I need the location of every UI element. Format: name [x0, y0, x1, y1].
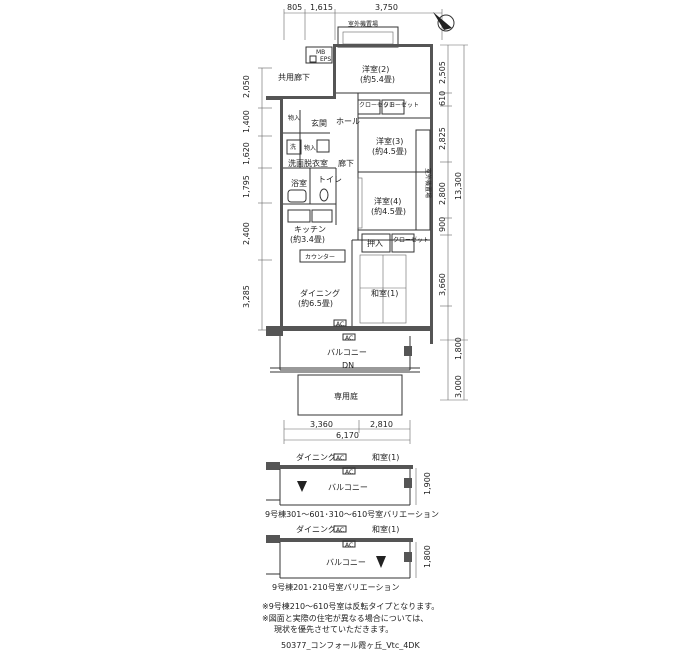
- washroom-label: 洗面脱衣室: [288, 158, 328, 168]
- dining-label: ダイニング: [300, 288, 340, 298]
- ac-label-1: AC: [336, 321, 344, 328]
- dim-bottom-2: 2,810: [370, 420, 393, 429]
- note-1: ※9号棟210～610号室は反転タイプとなります。: [262, 601, 439, 611]
- entrance-label: 玄関: [311, 118, 327, 128]
- western-room-4-area: (約4.5畳): [371, 206, 406, 216]
- var2-marker-icon: [376, 556, 386, 568]
- var1-dim: 1,900: [423, 472, 432, 495]
- var1-ac-label-1: AC: [336, 455, 344, 462]
- closet-3-label: クローゼット: [393, 236, 429, 244]
- bath-label: 浴室: [291, 178, 307, 188]
- var1-marker-icon: [297, 481, 307, 492]
- western-room-4-label: 洋室(4): [374, 196, 401, 206]
- north-arrow-icon: [433, 12, 455, 32]
- closet-1-label: クローゼット: [359, 101, 395, 109]
- dn-label: DN: [342, 361, 354, 370]
- storage-small-label: 物入: [304, 144, 316, 152]
- dim-left-4: 1,795: [242, 175, 251, 198]
- dim-bottom-1: 3,360: [310, 420, 333, 429]
- western-room-3-area: (約4.5畳): [372, 146, 407, 156]
- kitchen-label: キッチン: [294, 225, 326, 234]
- var1-dining-label: ダイニング: [296, 452, 336, 462]
- mb-label: MB: [316, 49, 325, 56]
- dim-right-6: 3,660: [438, 273, 447, 296]
- dim-right-4: 2,800: [438, 182, 447, 205]
- variation-1: ダイニング AC 和室(1) AC バルコニー 1,900 9号棟301～601…: [265, 452, 439, 519]
- var1-washitsu-label: 和室(1): [372, 452, 399, 462]
- footer-code: 50377_コンフォール霞ヶ丘_Vtc_4DK: [281, 641, 420, 650]
- western-room-2-area: (約5.4畳): [360, 74, 395, 84]
- western-room-3-label: 洋室(3): [376, 136, 403, 146]
- note-3: 現状を優先させていただきます。: [274, 624, 393, 634]
- var1-balcony-label: バルコニー: [328, 483, 368, 492]
- var2-ac-label-1: AC: [336, 527, 344, 534]
- dim-top-2: 1,615: [310, 3, 333, 12]
- variation-2: ダイニング AC 和室(1) AC バルコニー 1,800 9号棟201･210…: [266, 524, 432, 592]
- shared-corridor-label: 共用廊下: [278, 72, 310, 82]
- var2-dim: 1,800: [423, 545, 432, 568]
- closet-2-label: クローゼット: [383, 101, 419, 109]
- storage-label: 物入: [288, 114, 300, 122]
- eps-label: EPS: [320, 56, 331, 63]
- outdoor-unit-top-label: 室外機置場: [348, 20, 378, 28]
- oshiire-label: 押入: [367, 238, 383, 248]
- kitchen-area: (約3.4畳): [290, 234, 325, 244]
- var2-washitsu-label: 和室(1): [372, 524, 399, 534]
- dim-top-1: 805: [287, 3, 302, 12]
- right-dimensions: 2,505 610 2,825 2,800 900 3,660 13,300 1…: [438, 44, 468, 401]
- dim-bottom-total: 6,170: [336, 431, 359, 440]
- washitsu-label: 和室(1): [371, 288, 398, 298]
- western-room-2-label: 洋室(2): [362, 64, 389, 74]
- dining-area: (約6.5畳): [298, 298, 333, 308]
- toilet-label: トイレ: [318, 175, 342, 184]
- dim-left-3: 1,620: [242, 142, 251, 165]
- dim-left-2: 1,400: [242, 110, 251, 133]
- dim-top-3: 3,750: [375, 3, 398, 12]
- dim-right-total: 13,300: [454, 172, 463, 200]
- private-garden-label: 専用庭: [334, 391, 358, 401]
- bottom-dimensions: 3,360 2,810 6,170: [283, 420, 411, 444]
- dim-left-6: 3,285: [242, 285, 251, 308]
- dim-right-2: 610: [438, 91, 447, 106]
- outdoor-unit-right-label: 室外機置場: [424, 168, 432, 198]
- var2-balcony-label: バルコニー: [326, 558, 366, 567]
- ac-label-2: AC: [345, 335, 353, 342]
- dim-right-5: 900: [438, 217, 447, 232]
- corridor-label: 廊下: [338, 158, 354, 168]
- var2-ac-label-2: AC: [345, 542, 353, 549]
- dim-left-1: 2,050: [242, 75, 251, 98]
- notes: ※9号棟210～610号室は反転タイプとなります。 ※図面と実際の住宅が異なる場…: [262, 601, 439, 634]
- dim-left-5: 2,400: [242, 222, 251, 245]
- main-plan: 室外機置場 MB EPS 共用廊下 洋室(2) (約5.4畳: [266, 20, 433, 416]
- balcony-label: バルコニー: [327, 348, 367, 357]
- dim-right-7: 1,800: [454, 337, 463, 360]
- dim-right-1: 2,505: [438, 61, 447, 84]
- wash-label: 洗: [290, 143, 296, 151]
- dim-right-8: 3,000: [454, 375, 463, 398]
- var1-caption: 9号棟301～601･310～610号室バリエーション: [265, 509, 439, 519]
- var2-caption: 9号棟201･210号室バリエーション: [272, 582, 399, 592]
- dim-right-3: 2,825: [438, 127, 447, 150]
- counter-label: カウンター: [305, 253, 335, 261]
- note-2: ※図面と実際の住宅が異なる場合については、: [262, 613, 428, 623]
- left-dimensions: 2,050 1,400 1,620 1,795 2,400 3,285: [242, 67, 272, 331]
- var1-ac-label-2: AC: [345, 469, 353, 476]
- hall-label: ホール: [336, 117, 360, 126]
- var2-dining-label: ダイニング: [296, 524, 336, 534]
